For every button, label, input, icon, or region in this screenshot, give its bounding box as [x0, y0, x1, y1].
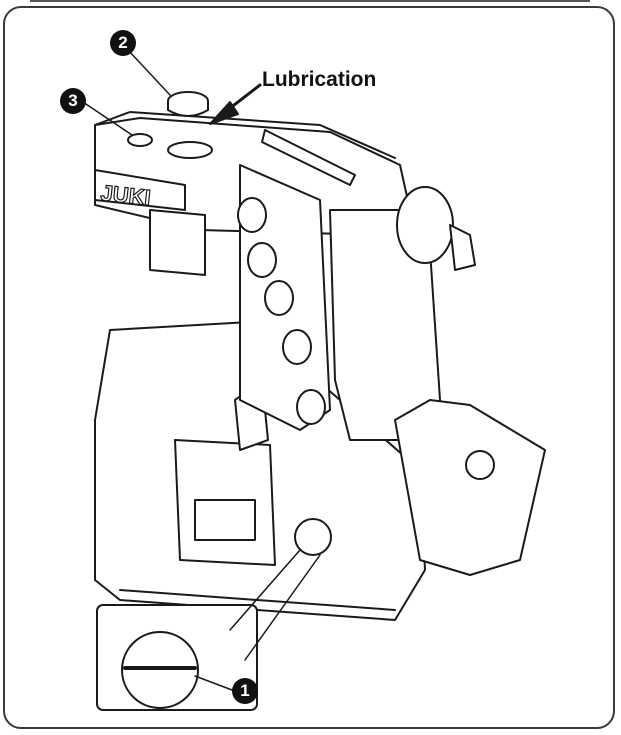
needle-bar-housing [149, 209, 206, 276]
lubrication-arrow-head [209, 101, 239, 125]
top-rule [30, 0, 590, 2]
tension-dial-2 [247, 242, 277, 278]
bed-bottom-rib [119, 589, 396, 611]
belt-cover [394, 399, 546, 576]
oil-gauge-window [294, 518, 332, 556]
thread-stand-bar [261, 129, 356, 186]
leader-2 [127, 49, 171, 96]
tension-dial-1 [237, 197, 267, 233]
leader-3 [79, 99, 133, 136]
brand-lettering: JUKI [99, 180, 151, 210]
belt-cover-knob [465, 450, 495, 480]
brand-panel [94, 169, 186, 211]
oil-screw [127, 133, 153, 147]
tension-dial-3 [264, 280, 294, 316]
leader-1 [194, 675, 233, 691]
hand-wheel-hub [396, 186, 454, 264]
zoom-line-1 [229, 549, 301, 631]
tension-dial-4 [282, 329, 312, 365]
front-cover-window [194, 499, 256, 541]
callout-3-badge: 3 [60, 88, 86, 114]
zoom-line-2 [244, 554, 321, 661]
lubrication-label: Lubrication [262, 68, 377, 91]
oil-cap-body [167, 100, 209, 117]
tension-dial-5 [296, 389, 326, 425]
oil-inlet [167, 141, 213, 159]
callout-1-badge: 1 [232, 678, 258, 704]
wheel-bracket [449, 224, 476, 271]
callout-2-badge: 2 [110, 30, 136, 56]
